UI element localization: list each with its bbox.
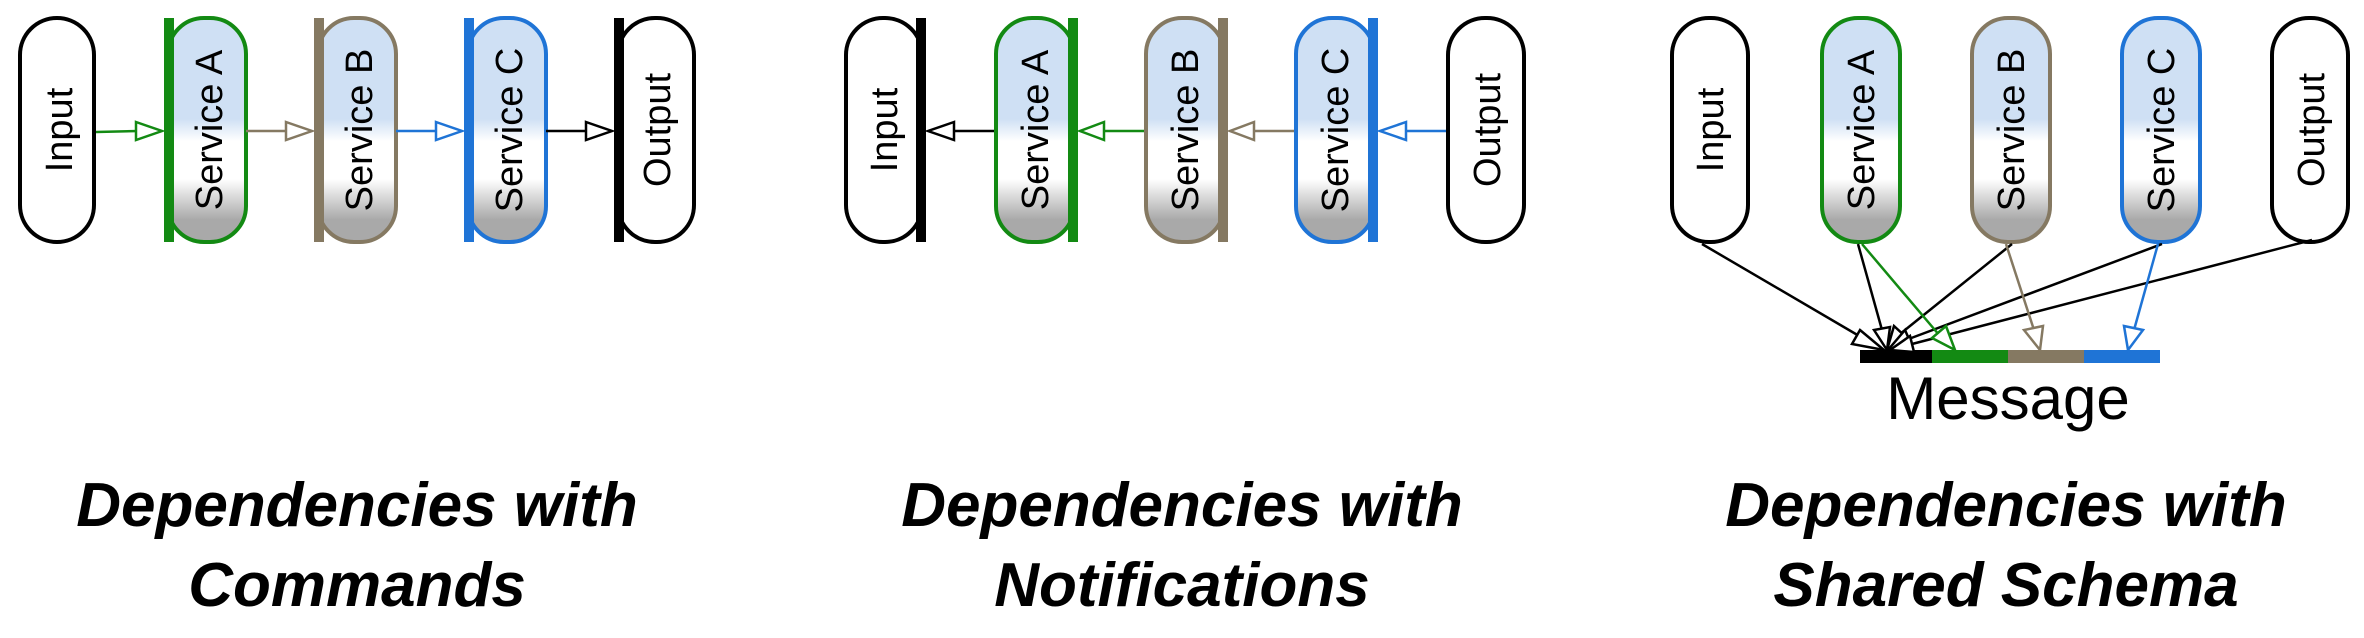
node-label: Output: [2291, 73, 2333, 188]
node-service-b: Service B: [314, 16, 398, 244]
message-segment-c: [2084, 350, 2160, 363]
node-service-b: Service B: [1144, 16, 1228, 244]
panel-caption-line-2: Commands: [188, 551, 526, 620]
dependency-bar: [614, 18, 624, 242]
node-output: Output: [1446, 16, 1526, 244]
schema-arrow-c-to-c-segment: [2122, 243, 2160, 354]
node-service-c: Service C: [464, 16, 548, 244]
message-segment-core: [1860, 350, 1932, 363]
message-segment-b: [2008, 350, 2084, 363]
node-label: Service A: [1841, 49, 1883, 210]
node-service-c: Service C: [1294, 16, 1378, 244]
command-arrow-a-to-b: [246, 120, 316, 142]
panel-caption-line-1: Dependencies with: [901, 471, 1463, 540]
dependency-bar: [1068, 18, 1078, 242]
panel-shared-schema: Input Service A Service B Service C Outp…: [1670, 16, 2350, 620]
schema-arrow-input-to-core: [1701, 242, 1889, 353]
node-label: Service B: [1165, 49, 1207, 212]
command-arrow-input-to-a: [95, 120, 166, 142]
node-label: Service C: [2141, 48, 2183, 213]
node-label: Input: [39, 87, 81, 172]
node-label: Service B: [339, 49, 381, 212]
panel-caption-line-2: Shared Schema: [1773, 551, 2238, 620]
node-input: Input: [844, 16, 926, 244]
panel-caption-line-1: Dependencies with: [1725, 471, 2287, 540]
node-service-c: Service C: [2120, 16, 2202, 244]
command-arrow-b-to-c: [396, 120, 466, 142]
command-arrow-c-to-output: [546, 120, 616, 142]
dependency-bar: [1218, 18, 1228, 242]
node-input: Input: [1670, 16, 1750, 244]
panel-notifications: Input Service A Service B Service C Outp…: [844, 16, 1526, 620]
node-service-b: Service B: [1970, 16, 2052, 244]
node-label: Input: [1690, 87, 1732, 172]
node-service-a: Service A: [1820, 16, 1902, 244]
node-input: Input: [18, 16, 96, 244]
schema-arrow-output-to-core: [1886, 238, 2313, 354]
node-output: Output: [2270, 16, 2350, 244]
message-segment-a: [1932, 350, 2008, 363]
dependency-bar: [916, 18, 926, 242]
node-label: Service C: [489, 48, 531, 213]
node-label: Output: [637, 73, 679, 188]
node-label: Service B: [1991, 49, 2033, 212]
panel-caption-line-1: Dependencies with: [76, 471, 638, 540]
node-label: Service A: [189, 49, 231, 210]
notification-arrow-c-to-b: [1226, 120, 1294, 142]
dependency-bar: [1368, 18, 1378, 242]
schema-arrow-b-to-b-segment: [2004, 243, 2045, 354]
node-label: Service A: [1015, 49, 1057, 210]
node-label: Service C: [1315, 48, 1357, 213]
panel-commands: Input Service A Service B Service C Outp…: [18, 16, 696, 620]
message-schema-bar: [1860, 350, 2160, 363]
dependency-bar: [314, 18, 324, 242]
dependency-bar: [164, 18, 174, 242]
message-label: Message: [1886, 365, 2129, 432]
node-output: Output: [614, 16, 696, 244]
schema-arrow-c-to-core: [1884, 242, 2163, 352]
node-service-a: Service A: [164, 16, 248, 244]
schema-arrow-a-to-core: [1856, 243, 1892, 354]
node-label: Input: [864, 87, 906, 172]
node-label: Output: [1467, 73, 1509, 188]
notification-arrow-b-to-a: [1076, 120, 1144, 142]
notification-arrow-a-to-input: [924, 120, 994, 142]
schema-arrow-a-to-a-segment: [1861, 243, 1958, 353]
dependency-bar: [464, 18, 474, 242]
notification-arrow-output-to-c: [1376, 120, 1446, 142]
panel-caption-line-2: Notifications: [994, 551, 1369, 620]
node-service-a: Service A: [994, 16, 1078, 244]
